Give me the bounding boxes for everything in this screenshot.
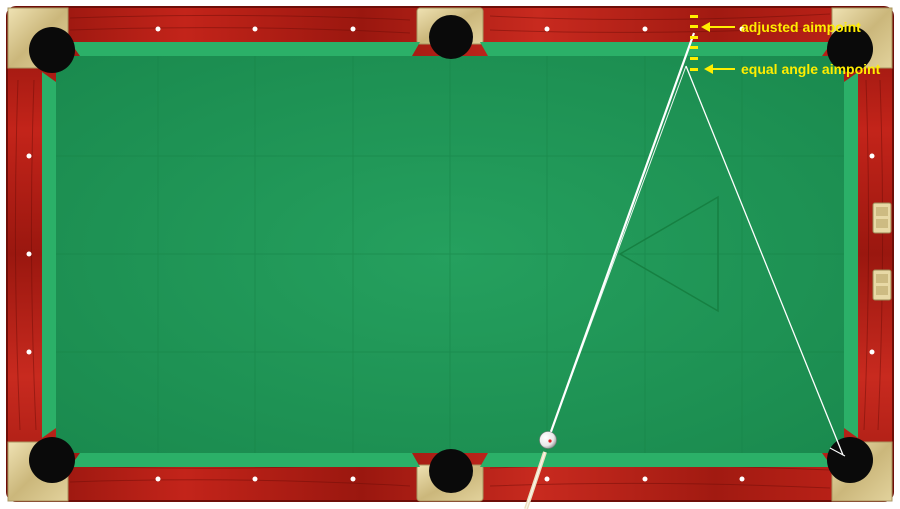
pocket-bottom-left (29, 437, 75, 483)
rail-diamonds (26, 26, 875, 482)
pocket-top-left (29, 27, 75, 73)
adjusted-aimpoint-label: adjusted aimpoint (741, 19, 861, 35)
cue-stick (524, 451, 547, 509)
annotation-arrows (701, 22, 735, 74)
cue-ball (539, 431, 557, 449)
cloth-grid (56, 56, 844, 453)
rack-triangle-outline (618, 195, 719, 313)
pocket-bottom-middle (429, 449, 473, 493)
adjusted-aim-line (546, 32, 696, 441)
equal-angle-path-in (547, 65, 687, 441)
pocket-top-right (827, 26, 873, 72)
aimpoint-marker-dashes (690, 15, 698, 71)
equal-angle-path-out (685, 65, 844, 456)
pocket-top-middle (429, 15, 473, 59)
pocket-bottom-right (827, 437, 873, 483)
score-counter (872, 202, 892, 301)
aim-lines (546, 32, 846, 457)
cushions (42, 42, 858, 467)
pocket-target-tick (829, 447, 846, 457)
pockets (29, 15, 873, 493)
equal-angle-aimpoint-label: equal angle aimpoint (741, 61, 881, 77)
